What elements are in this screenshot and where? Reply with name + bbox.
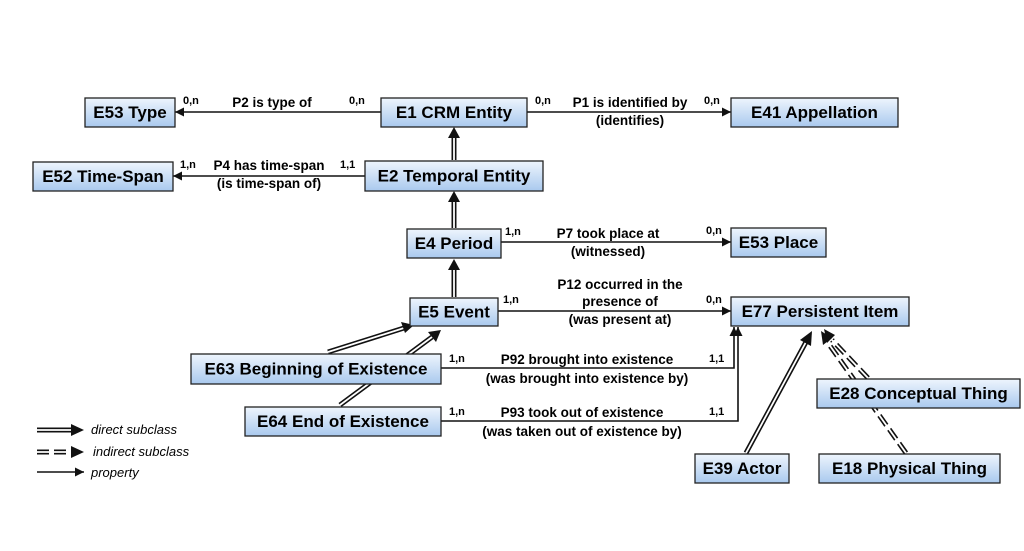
property-edges	[173, 107, 743, 422]
svg-text:E53 Place: E53 Place	[739, 233, 818, 252]
node-e41-appellation[interactable]: E41 Appellation	[730, 97, 899, 128]
p7-label-line2: (witnessed)	[571, 244, 645, 259]
e63-to-e5-edge	[327, 322, 414, 355]
p12-card-to: 0,n	[706, 294, 722, 306]
svg-text:E53 Type: E53 Type	[93, 103, 166, 122]
node-e5-event[interactable]: E5 Event	[409, 297, 499, 327]
p4-card-from: 1,1	[340, 159, 355, 171]
p92-label-line2: (was brought into existence by)	[486, 371, 689, 386]
p93-label-line1: P93 took out of existence	[501, 405, 664, 420]
p7-label-line1: P7 took place at	[557, 226, 660, 241]
svg-text:E64 End of Existence: E64 End of Existence	[257, 412, 429, 431]
node-e53-type[interactable]: E53 Type	[84, 97, 176, 128]
svg-text:E5 Event: E5 Event	[418, 303, 490, 322]
p93-card-from: 1,n	[449, 406, 465, 418]
p92-card-from: 1,n	[449, 353, 465, 365]
p4-card-to: 1,n	[180, 159, 196, 171]
e5-to-e4-edge	[448, 259, 460, 297]
node-e2-temporal-entity[interactable]: E2 Temporal Entity	[364, 160, 544, 192]
node-e77-persistent-item[interactable]: E77 Persistent Item	[730, 296, 910, 327]
property-labels: P2 is type of P1 is identified by (ident…	[213, 95, 688, 439]
p7-card-from: 1,n	[505, 226, 521, 238]
e39-to-e77-edge	[743, 331, 812, 455]
p92-card-to: 1,1	[709, 353, 724, 365]
p1-card-to: 0,n	[704, 95, 720, 107]
node-e4-period[interactable]: E4 Period	[406, 228, 502, 259]
svg-text:E28 Conceptual Thing: E28 Conceptual Thing	[829, 384, 1008, 403]
direct-subclass-edges	[327, 127, 812, 455]
p4-label-line1: P4 has time-span	[213, 158, 324, 173]
svg-text:E39 Actor: E39 Actor	[703, 459, 782, 478]
svg-text:E63 Beginning of Existence: E63 Beginning of Existence	[205, 360, 428, 379]
p7-card-to: 0,n	[706, 225, 722, 237]
svg-text:E52 Time-Span: E52 Time-Span	[42, 167, 164, 186]
svg-text:E41 Appellation: E41 Appellation	[751, 103, 878, 122]
legend-direct-label: direct subclass	[91, 422, 177, 437]
legend-direct-symbol	[37, 424, 84, 436]
p2-card-from: 0,n	[349, 95, 365, 107]
p93-label-line2: (was taken out of existence by)	[482, 424, 682, 439]
svg-text:E77 Persistent Item: E77 Persistent Item	[742, 302, 899, 321]
e2-to-e1-edge	[448, 127, 460, 160]
p12-label-line3: (was present at)	[569, 312, 672, 327]
svg-text:E18 Physical Thing: E18 Physical Thing	[832, 459, 987, 478]
p93-card-to: 1,1	[709, 406, 724, 418]
p12-card-from: 1,n	[503, 294, 519, 306]
legend-indirect-label: indirect subclass	[93, 444, 190, 459]
p12-label-line1: P12 occurred in the	[557, 277, 683, 292]
legend-property-label: property	[90, 465, 140, 480]
legend-indirect-symbol	[37, 446, 84, 458]
node-e28-conceptual-thing[interactable]: E28 Conceptual Thing	[816, 378, 1021, 409]
node-e52-time-span[interactable]: E52 Time-Span	[32, 161, 174, 192]
p2-card-to: 0,n	[183, 95, 199, 107]
svg-text:E2 Temporal Entity: E2 Temporal Entity	[378, 167, 531, 186]
entity-nodes: E53 Type E1 CRM Entity E41 Appellation E…	[32, 97, 1021, 484]
e4-to-e2-edge	[448, 191, 460, 228]
p1-label-line1: P1 is identified by	[573, 95, 688, 110]
p4-label-line2: (is time-span of)	[217, 176, 321, 191]
node-e53-place[interactable]: E53 Place	[730, 227, 827, 258]
node-e64-end-of-existence[interactable]: E64 End of Existence	[244, 406, 442, 437]
cardinality-labels: 0,n 0,n 0,n 0,n 1,n 1,1 1,n 0,n 1,n 0,n …	[180, 95, 724, 418]
node-e39-actor[interactable]: E39 Actor	[694, 453, 790, 484]
node-e63-beginning-of-existence[interactable]: E63 Beginning of Existence	[190, 353, 442, 385]
p93-edge	[441, 327, 743, 422]
p2-label: P2 is type of	[232, 95, 312, 110]
p1-label-line2: (identifies)	[596, 113, 664, 128]
p1-card-from: 0,n	[535, 95, 551, 107]
legend: direct subclass indirect subclass proper…	[37, 422, 190, 480]
p12-label-line2: presence of	[582, 294, 658, 309]
svg-text:E4 Period: E4 Period	[415, 234, 493, 253]
node-e18-physical-thing[interactable]: E18 Physical Thing	[818, 453, 1001, 484]
svg-text:E1 CRM Entity: E1 CRM Entity	[396, 103, 513, 122]
p92-label-line1: P92 brought into existence	[501, 352, 674, 367]
node-e1-crm-entity[interactable]: E1 CRM Entity	[380, 97, 528, 128]
p92-edge	[441, 327, 739, 369]
e28-to-e77-edge	[824, 329, 870, 380]
